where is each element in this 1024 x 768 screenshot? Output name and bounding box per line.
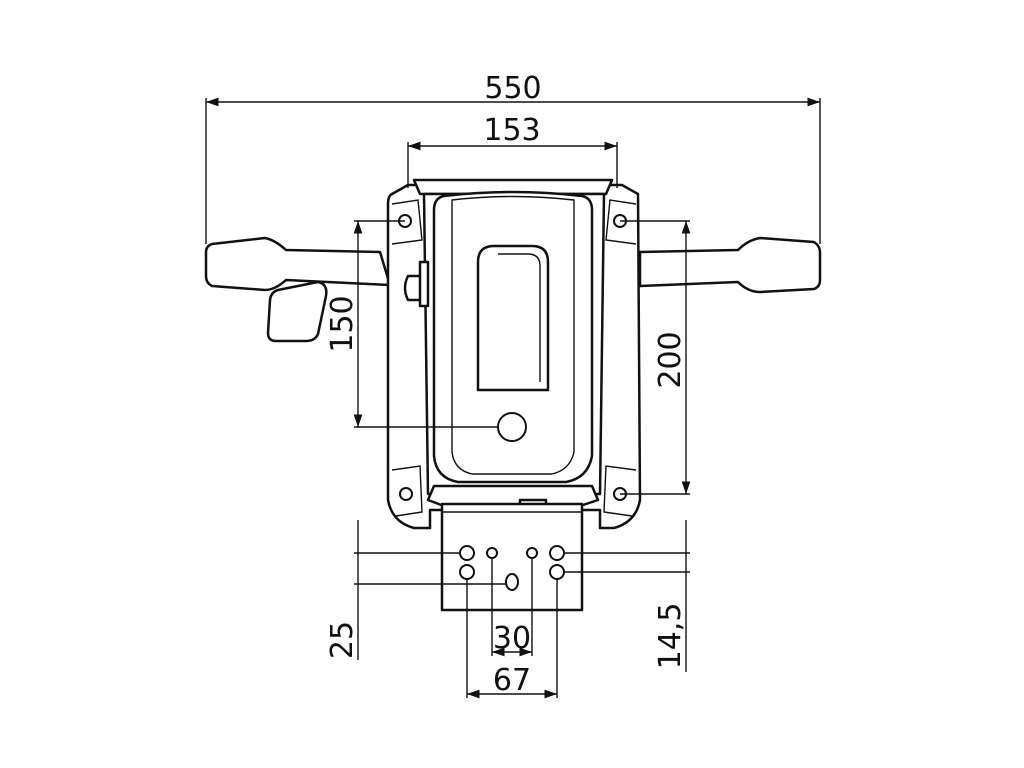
bracket-hole-1 — [459, 545, 475, 561]
dim-25-label: 25 — [325, 621, 360, 659]
dim-14-5-label: 14,5 — [653, 603, 688, 670]
corner-boss-bl — [391, 465, 423, 517]
right-lever — [638, 236, 822, 294]
dim-200-label: 200 — [653, 331, 688, 388]
center-hole — [497, 412, 527, 442]
dimension-labels: 550 153 150 200 25 30 67 14,5 — [325, 71, 688, 698]
bracket-hole-2 — [486, 547, 498, 559]
bracket-hole-3 — [526, 547, 538, 559]
corner-boss-tl — [391, 199, 423, 245]
corner-boss-tr — [605, 199, 637, 245]
inner-shell-rim — [451, 195, 575, 475]
center-slot-inner — [498, 253, 541, 382]
left-lever — [204, 236, 392, 292]
mechanism-body — [204, 178, 822, 612]
dim-153-label: 153 — [483, 113, 540, 148]
dimension-lines — [205, 97, 821, 699]
bracket-hole-oval — [505, 573, 519, 591]
corner-hole-bl — [399, 487, 413, 501]
corner-boss-br — [603, 465, 637, 517]
bracket-hole-6 — [549, 564, 565, 580]
dim-30-label: 30 — [493, 621, 531, 656]
bracket-hole-5 — [459, 564, 475, 580]
side-knob-stub — [418, 260, 430, 308]
center-slot — [476, 244, 550, 392]
left-paddle — [266, 280, 328, 343]
dim-550-label: 550 — [484, 71, 541, 106]
dim-67-label: 67 — [493, 663, 531, 698]
top-rail — [412, 178, 614, 196]
bracket-hole-4 — [549, 545, 565, 561]
dim-150-label: 150 — [325, 295, 360, 352]
